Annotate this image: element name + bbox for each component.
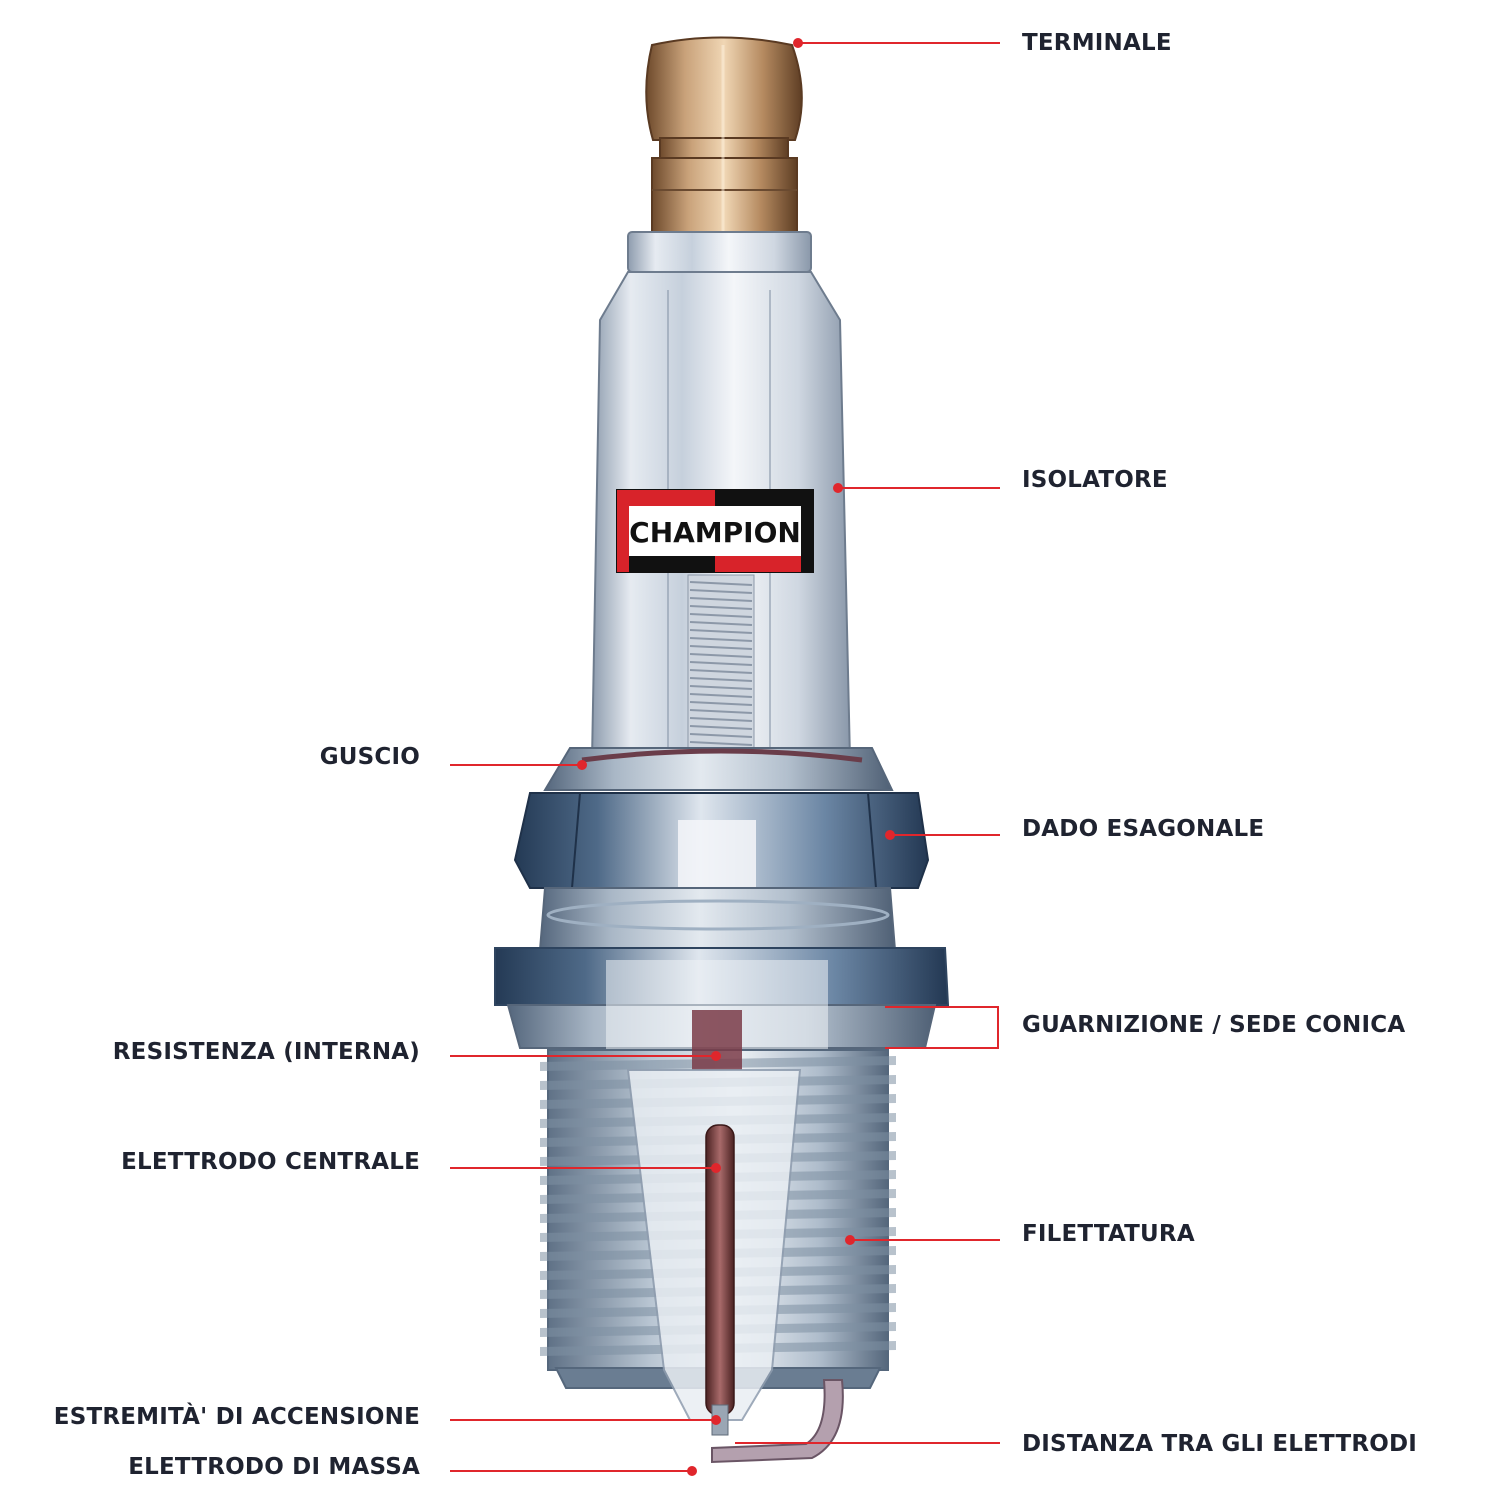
stud-thread-line — [689, 685, 753, 690]
label-terminale: TERMINALE — [1022, 30, 1172, 56]
stud-thread-line — [689, 661, 753, 666]
stud-thread-line — [689, 581, 753, 586]
label-distanza: DISTANZA TRA GLI ELETTRODI — [1022, 1431, 1418, 1457]
terminal-part — [645, 36, 803, 239]
internal-stud-threads — [689, 581, 753, 754]
hex-nut-part — [513, 792, 930, 889]
shell-part — [543, 747, 894, 791]
stud-thread-line — [689, 653, 753, 658]
leader-lines — [450, 38, 1000, 1476]
stud-thread-line — [689, 733, 753, 738]
label-guarnizione: GUARNIZIONE / SEDE CONICA — [1022, 1012, 1406, 1038]
stud-thread-line — [689, 589, 753, 594]
stud-thread-line — [689, 693, 753, 698]
stud-thread-line — [689, 613, 753, 618]
stud-thread-line — [689, 701, 753, 706]
stud-thread-line — [689, 645, 753, 650]
ground-electrode-part — [711, 1379, 844, 1464]
stud-thread-line — [689, 741, 753, 746]
logo-text: CHAMPION — [629, 516, 801, 549]
stud-thread-line — [689, 605, 753, 610]
label-dado-esagonale: DADO ESAGONALE — [1022, 816, 1265, 842]
stud-thread-line — [689, 669, 753, 674]
label-filettatura: FILETTATURA — [1022, 1221, 1195, 1247]
stud-thread-line — [689, 709, 753, 714]
center-electrode-part — [705, 1124, 735, 1436]
stud-thread-line — [689, 621, 753, 626]
label-estremita: ESTREMITÀ' DI ACCENSIONE — [53, 1404, 420, 1430]
label-elettrodo-centrale: ELETTRODO CENTRALE — [121, 1149, 420, 1175]
stud-thread-line — [689, 629, 753, 634]
stud-thread-line — [689, 677, 753, 682]
resistor-part — [692, 1010, 742, 1070]
stud-thread-line — [689, 725, 753, 730]
stud-thread-line — [689, 637, 753, 642]
stud-thread-line — [689, 597, 753, 602]
label-guscio: GUSCIO — [319, 744, 420, 770]
label-isolatore: ISOLATORE — [1022, 467, 1168, 493]
label-resistenza: RESISTENZA (INTERNA) — [112, 1039, 420, 1065]
leader-guarnizione — [885, 1006, 999, 1049]
stud-thread-line — [689, 717, 753, 722]
label-elettrodo-massa: ELETTRODO DI MASSA — [128, 1454, 420, 1480]
champion-logo: CHAMPION — [616, 489, 814, 573]
